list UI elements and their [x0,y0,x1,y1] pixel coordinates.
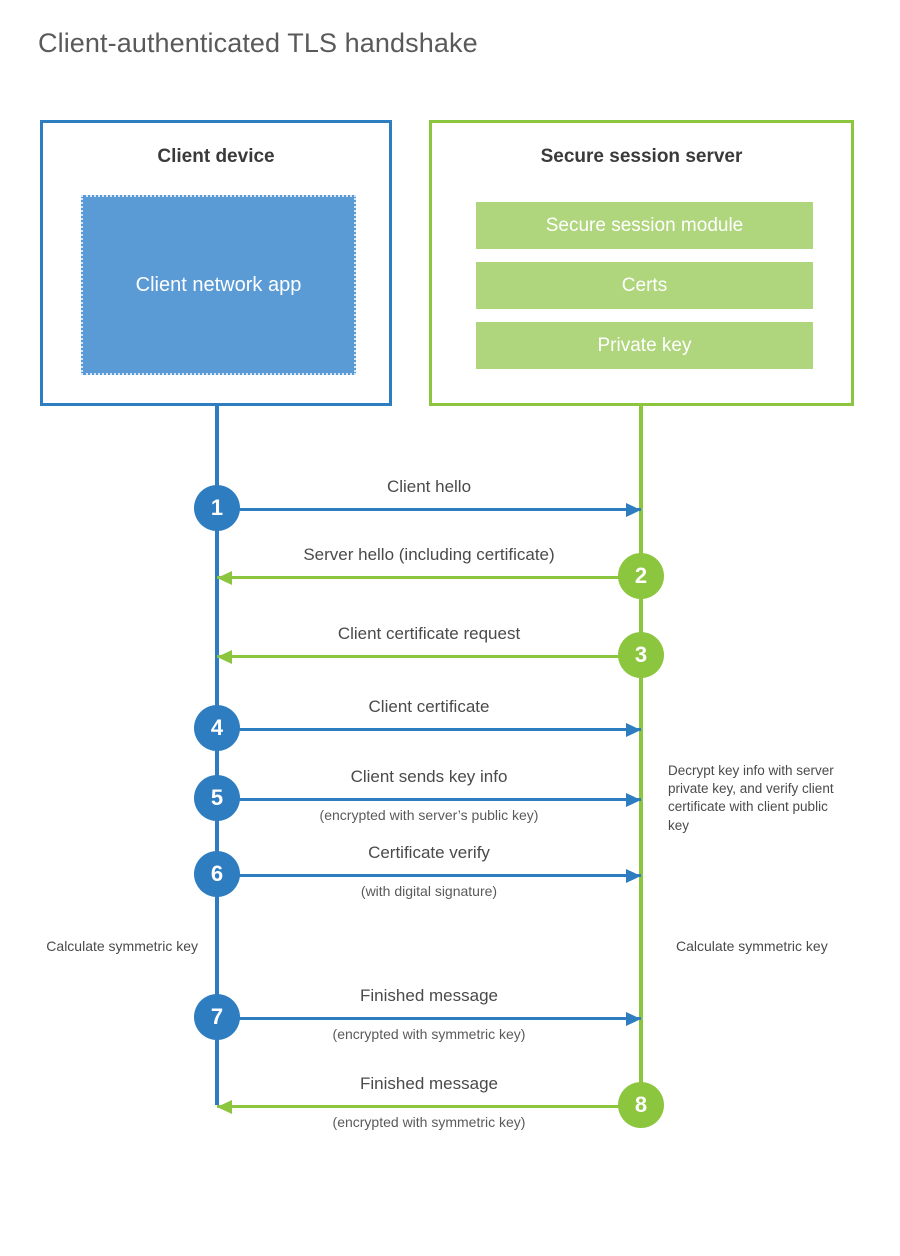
step-badge-8: 8 [618,1082,664,1128]
page-title: Client-authenticated TLS handshake [38,28,478,58]
step-7-message-sublabel: (encrypted with symmetric key) [332,1026,526,1042]
step-2-arrow-head-icon [217,571,232,585]
step-badge-4: 4 [194,705,240,751]
step-3-arrow-head-icon [217,650,232,664]
server-module-item: Secure session module [476,202,813,249]
server-module-item: Private key [476,322,813,369]
step-6-message-sublabel: (with digital signature) [360,883,498,899]
step-badge-7: 7 [194,994,240,1040]
step-5-arrow-line [217,798,641,801]
step-8-message-label: Finished message [360,1074,498,1093]
step-5-message-label: Client sends key info [350,767,508,786]
step-4-message-label: Client certificate [368,697,490,716]
step-8-arrow-line [217,1105,641,1108]
step-3-arrow-line [217,655,641,658]
step-1-arrow-head-icon [626,503,641,517]
step-6-message-label: Certificate verify [368,843,490,862]
server-modules-list: Secure session module Certs Private key [476,202,813,382]
step-1-arrow-line [217,508,641,511]
step-7-message-label: Finished message [360,986,498,1005]
step-2-arrow-line [217,576,641,579]
step-badge-6: 6 [194,851,240,897]
client-network-app-box: Client network app [81,195,356,375]
server-module-item: Certs [476,262,813,309]
step-8-arrow-head-icon [217,1100,232,1114]
step-badge-3: 3 [618,632,664,678]
step-3-message-label: Client certificate request [337,624,521,643]
server-calculate-symmetric-key-note: Calculate symmetric key [676,938,828,954]
step-6-arrow-head-icon [626,869,641,883]
client-device-box: Client device Client network app [40,120,392,406]
client-lifeline [215,405,219,1105]
server-decrypt-note: Decrypt key info with server private key… [668,763,834,833]
step-badge-1: 1 [194,485,240,531]
step-2-message-label: Server hello (including certificate) [303,545,555,564]
client-device-title: Client device [157,146,275,167]
step-7-arrow-head-icon [626,1012,641,1026]
step-6-arrow-line [217,874,641,877]
secure-session-server-title: Secure session server [540,146,743,167]
step-8-message-sublabel: (encrypted with symmetric key) [332,1114,526,1130]
step-1-message-label: Client hello [386,477,472,496]
step-5-message-sublabel: (encrypted with server’s public key) [319,807,539,823]
step-4-arrow-line [217,728,641,731]
client-calculate-symmetric-key-note: Calculate symmetric key [46,938,198,954]
step-7-arrow-line [217,1017,641,1020]
step-4-arrow-head-icon [626,723,641,737]
step-badge-2: 2 [618,553,664,599]
server-lifeline [639,405,643,1105]
secure-session-server-box: Secure session server Secure session mod… [429,120,854,406]
step-5-arrow-head-icon [626,793,641,807]
step-badge-5: 5 [194,775,240,821]
